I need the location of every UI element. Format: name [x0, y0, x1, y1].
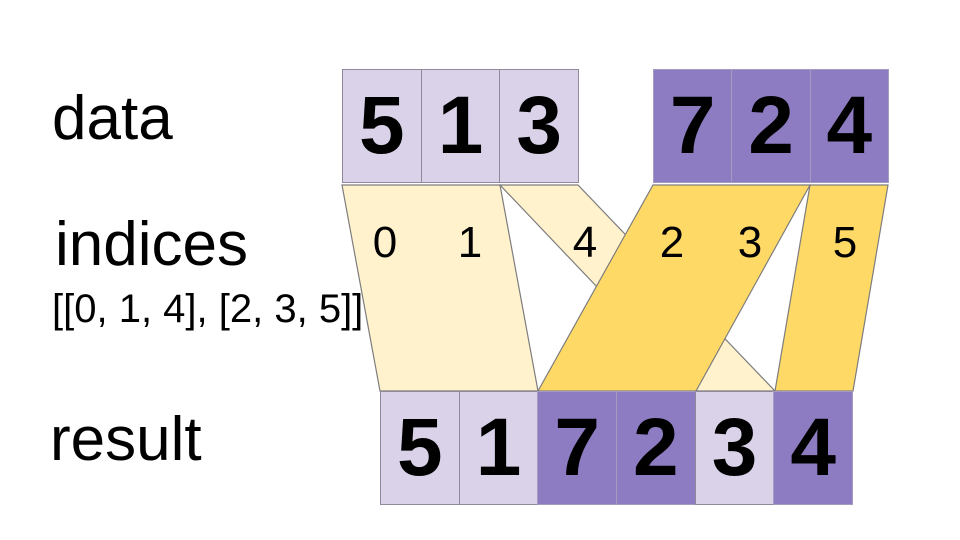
- data-cell: 4: [809, 69, 889, 183]
- index-digit: 3: [737, 218, 763, 267]
- result-cell: 3: [694, 391, 775, 505]
- result-cell: 7: [537, 391, 618, 505]
- label-indices: indices: [55, 210, 248, 279]
- data-row-group-1: 5 1 3: [342, 69, 580, 183]
- result-row: 5 1 7 2 3 4: [380, 391, 854, 505]
- result-cell: 2: [616, 391, 696, 505]
- label-data: data: [52, 84, 173, 153]
- result-cell: 5: [380, 391, 460, 505]
- data-cell: 5: [342, 69, 422, 183]
- data-cell: 2: [731, 69, 811, 183]
- data-row-group-2: 7 2 4: [653, 69, 889, 183]
- result-cell: 1: [458, 391, 539, 505]
- index-digit: 2: [659, 218, 685, 267]
- data-cell: 7: [653, 69, 733, 183]
- label-result: result: [50, 405, 202, 474]
- index-digit: 4: [572, 218, 598, 267]
- result-cell: 4: [773, 391, 854, 505]
- index-digit: 1: [457, 218, 483, 267]
- data-cell: 3: [499, 69, 580, 183]
- data-cell: 1: [420, 69, 501, 183]
- label-indices-value: [[0, 1, 4], [2, 3, 5]]: [52, 287, 364, 331]
- index-digit: 5: [832, 218, 858, 267]
- flow-band-cream-straight: [341, 184, 539, 392]
- index-digit: 0: [372, 218, 398, 267]
